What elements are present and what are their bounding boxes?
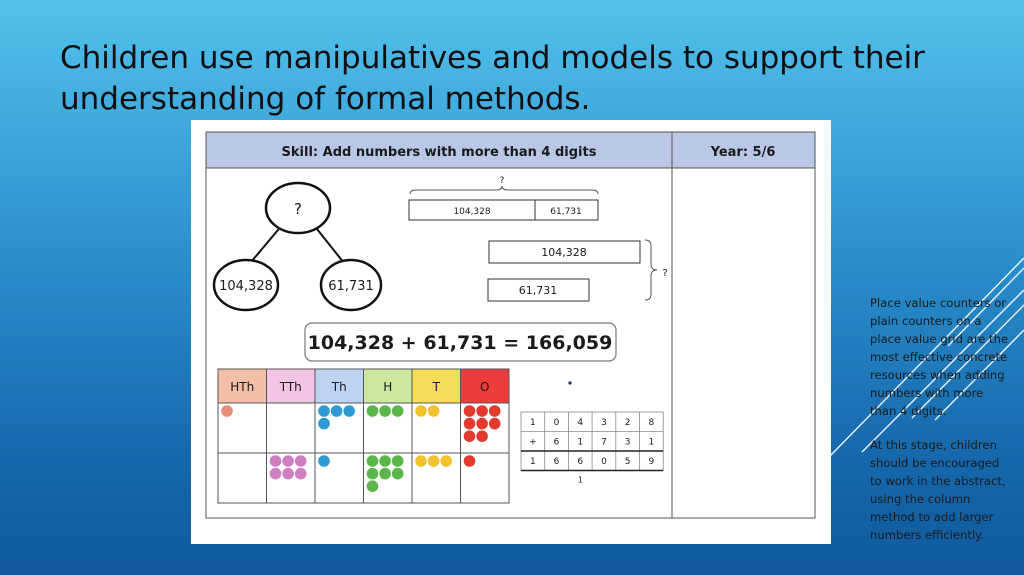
place-value-counter [317,404,331,418]
column-method-grid: 1 0 4 3 2 8 +6 1 7 3 1 1 6 6 0 5 9 1 [520,411,664,485]
place-value-counter [365,479,380,493]
place-value-counter [220,404,234,418]
pv-header-cell [314,368,364,404]
pv-header-cell [411,368,461,404]
year-heading: Year: 5/6 [710,145,776,160]
column-digit: 3 [601,418,607,428]
pv-header: H [383,380,392,394]
column-digit: 0 [554,418,560,428]
header-band [205,131,816,169]
bar-a-label: 104,328 [541,246,587,259]
pv-header-cell [266,368,316,404]
part-circle-a [212,258,280,312]
column-digit: 0 [601,457,607,467]
bar-a [488,240,641,264]
place-value-counter [378,454,392,468]
place-value-counter [475,404,489,418]
place-value-counter [475,429,489,443]
slide-title: Children use manipulatives and models to… [60,40,925,117]
place-value-counter [268,466,283,481]
column-digit: 3 [625,438,631,448]
place-value-counter [268,454,283,468]
pv-header-cell [217,368,267,404]
place-value-counter [317,416,331,431]
place-value-counter [475,416,489,431]
teacher-notes: Place value counters or plain counters o… [870,294,1010,560]
place-value-counter [462,454,477,468]
place-value-counter [391,454,405,468]
column-digit: 4 [577,418,583,428]
pv-header: O [480,380,489,394]
part-a-label: 104,328 [219,279,273,294]
place-value-counter [281,466,295,481]
place-value-counter [365,466,380,481]
place-value-counter [378,466,392,481]
place-value-counter [488,404,502,418]
place-value-counter [414,404,428,418]
equation-box [304,322,617,362]
column-digit: 8 [648,418,654,428]
bar-b-label: 61,731 [519,284,558,297]
column-digit: 6 [554,438,560,448]
bar-b [487,278,590,302]
place-value-counter [378,404,392,418]
place-value-counter [294,454,308,468]
place-value-counter [294,466,308,481]
column-digit: 7 [601,438,607,448]
brace-label: ? [662,268,667,279]
place-value-counter [391,466,405,481]
place-value-counter [427,454,441,468]
part-whole-model: ? 104,328 61,731 [212,181,383,312]
column-digit: 5 [625,457,631,467]
column-digit: 9 [648,457,654,467]
worksheet-card: Skill: Add numbers with more than 4 digi… [191,120,1008,544]
column-digit: 6 [554,457,560,467]
part-circle-b [319,258,383,312]
pv-header: Th [331,380,347,394]
place-value-counter [365,404,380,418]
column-digit: 1 [530,418,536,428]
note-paragraph-1: Place value counters or plain counters o… [870,296,1009,418]
bar-combined-a: 104,328 [453,207,490,217]
column-digit: 2 [625,418,631,428]
part-b-label: 61,731 [328,279,374,294]
column-digit: + [529,438,537,448]
place-value-counter [462,429,477,443]
column-digit: 6 [577,457,583,467]
skill-heading: Skill: Add numbers with more than 4 digi… [282,145,597,160]
column-digit: 1 [577,438,583,448]
bar-combined-b: 61,731 [550,207,582,217]
bar-model: ? 104,328 61,731 104,328 61,731 ? [408,176,668,302]
bar-combined [408,199,599,221]
equation: 104,328 + 61,731 = 166,059 [308,332,613,354]
place-value-counter [462,404,477,418]
place-value-counter [281,454,295,468]
place-value-counter [462,416,477,431]
place-value-counter [330,404,344,418]
place-value-counter [414,454,428,468]
bar-total-label: ? [500,176,505,186]
pv-header: HTh [230,380,254,394]
whole-label: ? [294,200,302,218]
place-value-counter [439,454,453,468]
pv-header: T [432,380,441,394]
place-value-counter [317,454,331,468]
column-digit: 1 [648,438,654,448]
carry-digit: 1 [578,476,583,485]
place-value-counter [427,404,441,418]
dot-mark [568,381,572,385]
note-paragraph-2: At this stage, children should be encour… [870,438,1006,542]
place-value-counter [488,416,502,431]
column-digit: 1 [530,457,536,467]
place-value-counter [365,454,380,468]
pv-header-cell [460,368,510,404]
whole-circle [264,181,332,235]
place-value-grid: HTh TTh Th H T O [217,368,510,504]
place-value-counter [391,404,405,418]
pv-header: TTh [279,380,302,394]
place-value-counter [342,404,356,418]
